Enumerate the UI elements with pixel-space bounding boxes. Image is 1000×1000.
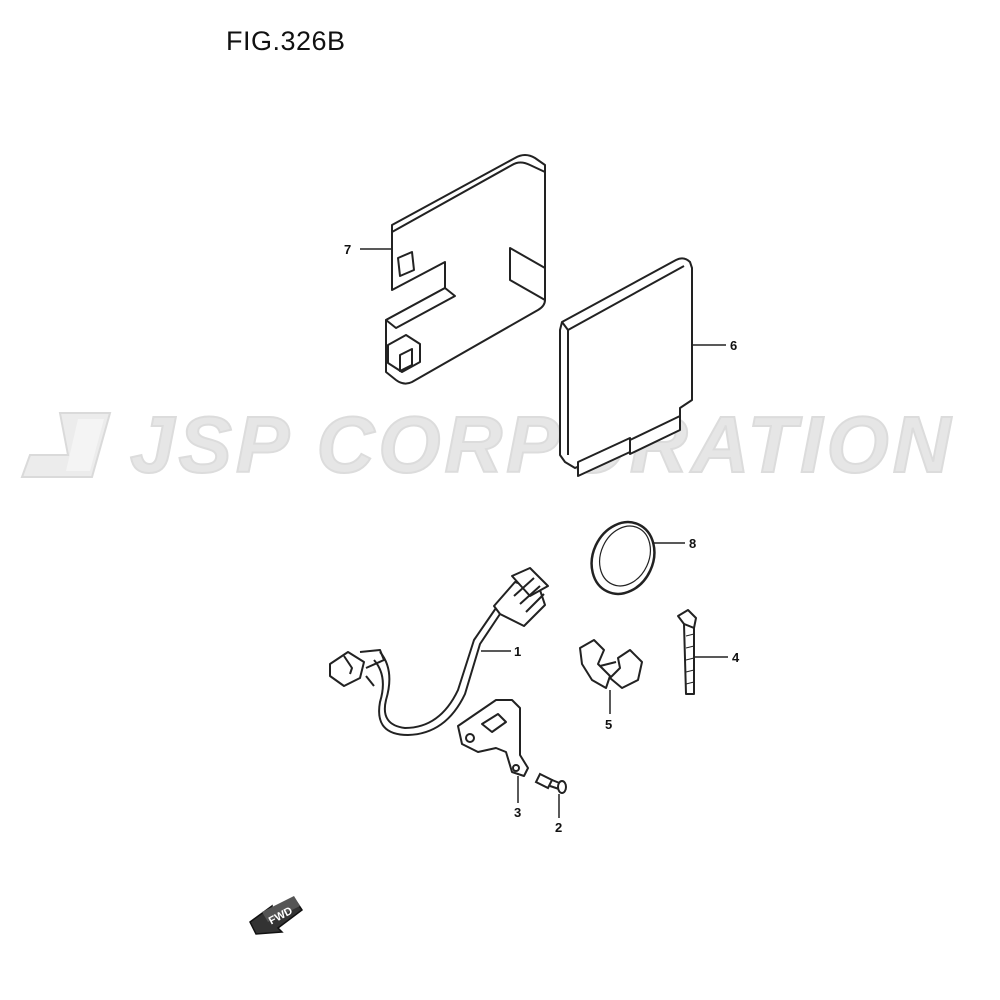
figure-title: FIG.326B (226, 26, 346, 56)
fwd-direction-badge: FWD (249, 896, 304, 935)
callout-1: 1 (514, 644, 521, 659)
callout-2: 2 (555, 820, 562, 835)
callout-8: 8 (689, 536, 696, 551)
clamp-part[interactable] (579, 639, 643, 689)
cover-part[interactable] (385, 154, 546, 385)
watermark-text: JSP CORPORATION (129, 399, 955, 490)
cushion-pad-part[interactable] (580, 512, 666, 604)
callout-3: 3 (514, 805, 521, 820)
callout-7: 7 (344, 242, 351, 257)
bracket-part[interactable] (457, 699, 529, 777)
wire-harness-part[interactable] (329, 567, 549, 736)
callout-4: 4 (732, 650, 740, 665)
callout-5: 5 (605, 717, 612, 732)
watermark-logo (20, 412, 112, 478)
callout-6: 6 (730, 338, 737, 353)
watermark: JSP CORPORATION (20, 395, 980, 495)
cable-tie-part[interactable] (677, 609, 697, 695)
bolt-part[interactable] (534, 772, 567, 794)
control-unit-part[interactable] (559, 257, 693, 477)
